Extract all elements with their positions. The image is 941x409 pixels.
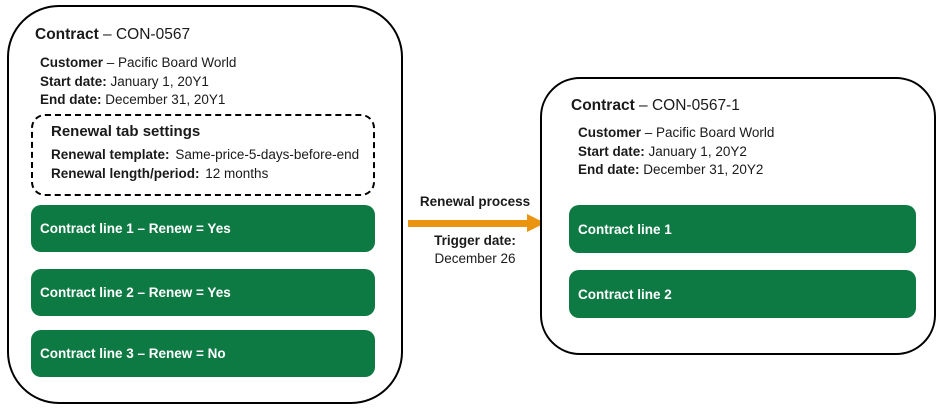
arrow-shaft bbox=[408, 220, 529, 227]
renewal-template-line: Renewal template: Same-price-5-days-befo… bbox=[51, 145, 359, 164]
start-date-value: January 1, 20Y1 bbox=[110, 73, 209, 89]
start-date-label: Start date: bbox=[578, 143, 645, 159]
result-contract-line-2: Contract line 2 bbox=[569, 270, 916, 318]
source-contract-card: Contract – CON-0567 Customer – Pacific B… bbox=[7, 5, 403, 404]
source-contract-line-1: Contract line 1 – Renew = Yes bbox=[31, 205, 375, 252]
customer-value: – Pacific Board World bbox=[644, 125, 775, 140]
start-date-line: Start date: January 1, 20Y1 bbox=[40, 73, 236, 92]
result-contract-card: Contract – CON-0567-1 Customer – Pacific… bbox=[540, 77, 936, 355]
trigger-date-value: December 26 bbox=[434, 251, 516, 266]
start-date-label: Start date: bbox=[40, 73, 107, 89]
renewal-settings-lines: Renewal template: Same-price-5-days-befo… bbox=[51, 145, 359, 183]
renewal-process-label: Renewal process bbox=[419, 194, 531, 209]
renewal-template-value: Same-price-5-days-before-end bbox=[175, 147, 360, 162]
source-contract-line-2: Contract line 2 – Renew = Yes bbox=[31, 269, 375, 316]
renewal-process-arrow-icon bbox=[408, 214, 546, 232]
end-date-line: End date: December 31, 20Y2 bbox=[578, 161, 774, 180]
customer-line: Customer – Pacific Board World bbox=[40, 54, 236, 73]
result-contract-line-1: Contract line 1 bbox=[569, 205, 916, 253]
contract-title-label: Contract bbox=[571, 97, 635, 114]
renewal-length-value: 12 months bbox=[205, 166, 269, 181]
result-contract-title: Contract – CON-0567-1 bbox=[571, 96, 740, 116]
contract-title-value: – CON-0567 bbox=[103, 26, 191, 43]
customer-label: Customer bbox=[578, 125, 642, 140]
end-date-label: End date: bbox=[40, 92, 102, 107]
end-date-value: December 31, 20Y1 bbox=[105, 92, 226, 107]
customer-value: – Pacific Board World bbox=[106, 55, 237, 70]
renewal-template-label: Renewal template: bbox=[51, 147, 170, 162]
renewal-tab-settings-box: Renewal tab settings Renewal template: S… bbox=[31, 114, 375, 196]
renewal-length-line: Renewal length/period: 12 months bbox=[51, 164, 359, 183]
trigger-date-label: Trigger date: bbox=[434, 233, 516, 248]
customer-line: Customer – Pacific Board World bbox=[578, 124, 774, 143]
source-contract-info: Customer – Pacific Board World Start dat… bbox=[40, 54, 236, 110]
renewal-length-label: Renewal length/period: bbox=[51, 166, 200, 181]
contract-title-label: Contract bbox=[35, 26, 99, 43]
end-date-label: End date: bbox=[578, 162, 640, 177]
start-date-line: Start date: January 1, 20Y2 bbox=[578, 143, 774, 162]
renewal-settings-title: Renewal tab settings bbox=[51, 123, 201, 140]
result-contract-info: Customer – Pacific Board World Start dat… bbox=[578, 124, 774, 180]
customer-label: Customer bbox=[40, 55, 104, 70]
end-date-line: End date: December 31, 20Y1 bbox=[40, 91, 236, 110]
start-date-value: January 1, 20Y2 bbox=[648, 143, 747, 159]
source-contract-title: Contract – CON-0567 bbox=[35, 25, 190, 45]
source-contract-line-3: Contract line 3 – Renew = No bbox=[31, 330, 375, 377]
contract-title-value: – CON-0567-1 bbox=[639, 97, 740, 114]
end-date-value: December 31, 20Y2 bbox=[643, 162, 764, 177]
